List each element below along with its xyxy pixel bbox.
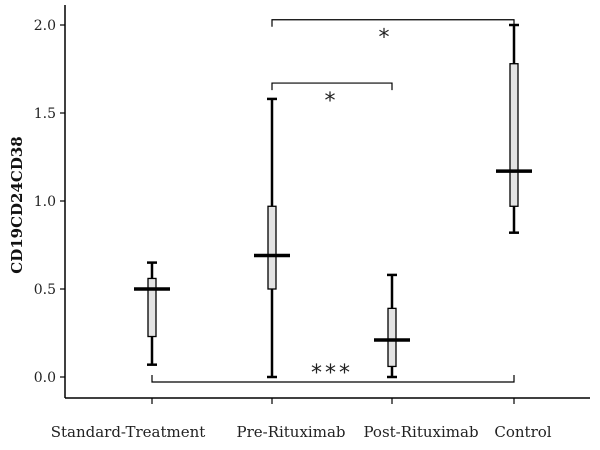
significance-label: *: [325, 89, 336, 114]
iqr-box: [267, 205, 277, 290]
significance-label: ***: [311, 361, 353, 386]
y-tick-label: 2.0: [34, 18, 56, 34]
significance-bracket: *: [271, 19, 515, 51]
y-tick-label: 0.5: [34, 282, 56, 298]
iqr-box: [509, 63, 519, 207]
boxes-layer: [134, 23, 532, 379]
iqr-box: [147, 277, 157, 338]
bracket-line: [271, 82, 393, 91]
iqr-box: [387, 307, 397, 368]
y-axis-title: CD19CD24CD38: [8, 136, 26, 273]
y-tick-label: 1.5: [34, 106, 56, 122]
significance-label: *: [379, 26, 390, 51]
box-pre-rituximab: [254, 97, 290, 379]
significance-layer: *****: [151, 19, 515, 386]
x-tick-label: Post-Rituximab: [363, 423, 478, 441]
x-tick-label: Pre-Rituximab: [236, 423, 345, 441]
box-control: [496, 23, 532, 234]
x-tick-label: Standard-Treatment: [51, 423, 206, 441]
significance-bracket: ***: [151, 361, 515, 386]
significance-bracket: *: [271, 82, 393, 114]
box-standard-treatment: [134, 261, 170, 366]
box-post-rituximab: [374, 273, 410, 379]
y-tick-label: 0.0: [34, 370, 56, 386]
x-tick-label: Control: [494, 423, 551, 441]
y-tick-label: 1.0: [34, 194, 56, 210]
bracket-line: [151, 375, 515, 383]
bracket-line: [271, 19, 515, 27]
